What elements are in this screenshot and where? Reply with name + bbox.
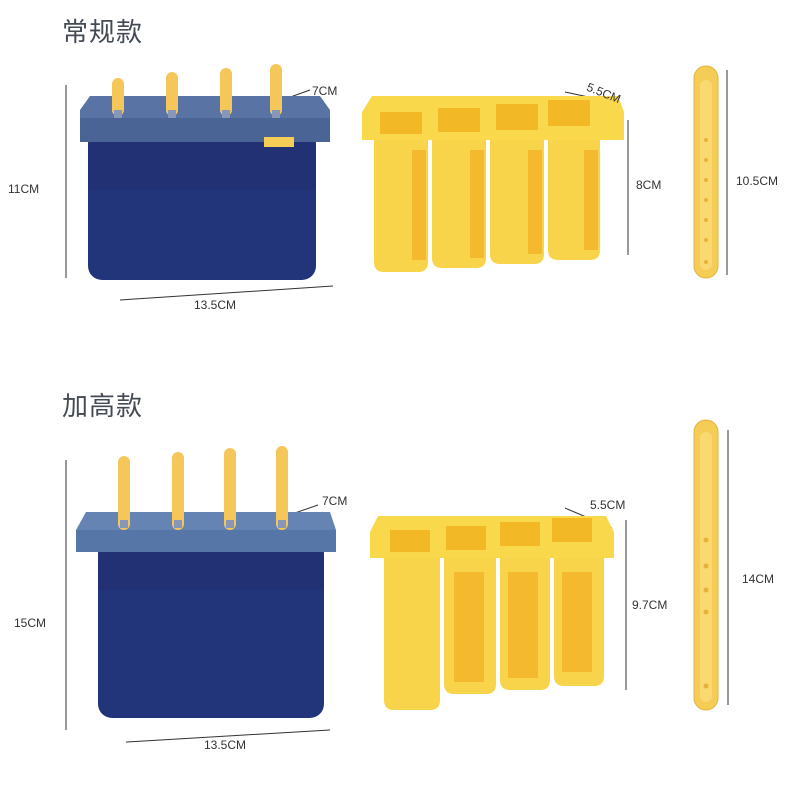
box-height-label-tall: 15CM — [14, 616, 47, 630]
box-width-label-tall: 13.5CM — [204, 738, 247, 752]
mold-tray-regular — [362, 96, 624, 272]
popsicle-box-regular — [80, 64, 330, 280]
mold-height-label-regular: 8CM — [636, 178, 662, 192]
box-depth-label-regular: 7CM — [312, 84, 338, 98]
stick-regular — [693, 65, 719, 279]
stick-length-label-regular: 10.5CM — [736, 174, 779, 188]
mold-tray-tall — [370, 516, 614, 710]
mold-depth-label-tall: 5.5CM — [590, 498, 626, 512]
box-depth-label-tall: 7CM — [322, 494, 348, 508]
dimension-lines-regular — [65, 70, 728, 301]
box-width-label-regular: 13.5CM — [194, 298, 237, 312]
stick-length-label-tall: 14CM — [742, 572, 775, 586]
box-height-label-regular: 11CM — [8, 182, 40, 196]
mold-height-label-tall: 9.7CM — [632, 598, 668, 612]
stick-tall — [693, 419, 719, 711]
popsicle-box-tall — [76, 446, 336, 718]
dimension-lines-tall — [65, 430, 729, 743]
section-title-regular: 常规款 — [62, 18, 144, 48]
section-title-tall: 加高款 — [62, 392, 144, 422]
